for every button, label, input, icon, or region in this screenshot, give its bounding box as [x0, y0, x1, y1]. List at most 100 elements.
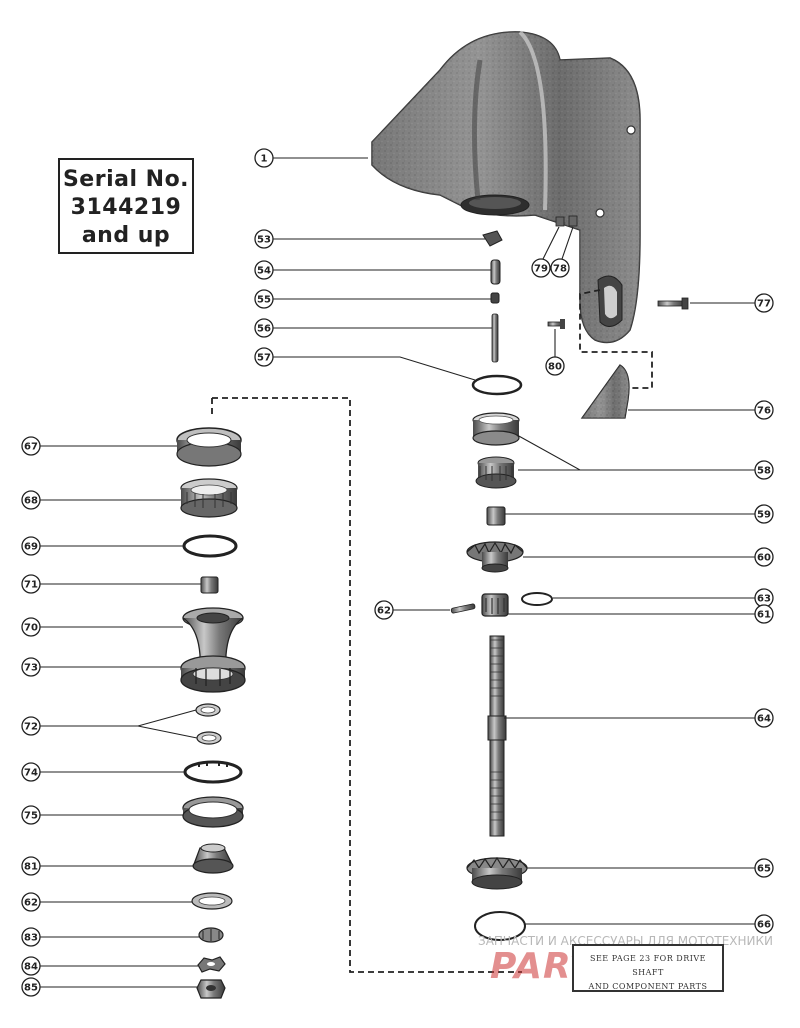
propeller-shaft-part-64	[487, 635, 507, 837]
callout-c62r: 62	[374, 600, 394, 620]
callout-circle	[531, 258, 551, 278]
callout-number: 79	[534, 264, 548, 275]
callout-number: 85	[24, 983, 38, 994]
carrier-flange-part-73	[180, 655, 246, 693]
callout-c76: 76	[754, 400, 774, 420]
callout-circle	[754, 547, 774, 567]
callout-c83: 83	[21, 927, 41, 947]
callout-circle	[754, 504, 774, 524]
callout-c60: 60	[754, 547, 774, 567]
ring-part-63	[521, 592, 553, 606]
callout-number: 1	[261, 154, 268, 165]
callout-number: 74	[24, 768, 38, 779]
washer-part-83	[198, 927, 224, 943]
spring-part-54	[490, 259, 501, 285]
callout-circle	[254, 347, 274, 367]
nut-part-78	[568, 215, 578, 227]
wear-plate-part-53	[482, 230, 503, 247]
callout-number: 70	[24, 623, 38, 634]
callout-circle	[254, 260, 274, 280]
callout-c85: 85	[21, 977, 41, 997]
callout-number: 69	[24, 542, 38, 553]
callout-c65: 65	[754, 858, 774, 878]
callout-circle	[754, 858, 774, 878]
tab-washer-part-84	[197, 956, 226, 973]
callout-c77: 77	[754, 293, 774, 313]
callout-number: 76	[757, 406, 771, 417]
callout-c53: 53	[254, 229, 274, 249]
callout-circle	[21, 657, 41, 677]
callout-number: 54	[257, 266, 271, 277]
callout-circle	[21, 490, 41, 510]
callout-number: 75	[24, 811, 38, 822]
callout-circle	[754, 708, 774, 728]
callout-c78: 78	[550, 258, 570, 278]
drive-shaft-note-box: SEE PAGE 23 FOR DRIVE SHAFT AND COMPONEN…	[572, 944, 724, 992]
callout-number: 60	[757, 553, 771, 564]
callout-c72: 72	[21, 716, 41, 736]
dashed-assembly-lines	[211, 289, 653, 973]
leader-lines	[40, 157, 756, 988]
callout-circle	[754, 400, 774, 420]
o-ring-part-57	[471, 374, 523, 396]
serial-line-1: Serial No.	[62, 167, 190, 192]
callout-number: 67	[24, 442, 38, 453]
gear-housing-part-1	[371, 30, 641, 344]
callout-number: 77	[757, 299, 771, 310]
bearing-part-71	[200, 576, 219, 594]
callout-circle	[550, 258, 570, 278]
callout-circle	[21, 956, 41, 976]
callout-circle	[21, 436, 41, 456]
rod-part-56	[491, 313, 499, 363]
callout-number: 81	[24, 862, 38, 873]
callout-number: 53	[257, 235, 271, 246]
callout-circle	[21, 892, 41, 912]
seal-part-67	[176, 427, 242, 467]
forward-gear-part-65	[466, 856, 528, 890]
callout-number: 66	[757, 920, 771, 931]
ring-part-66	[474, 911, 526, 941]
skeg-part-76	[580, 364, 630, 419]
callout-number: 71	[24, 580, 38, 591]
callout-circle	[254, 318, 274, 338]
callout-number: 73	[24, 663, 38, 674]
plug-part-55	[490, 292, 500, 304]
callout-number: 62	[24, 898, 38, 909]
callout-c57: 57	[254, 347, 274, 367]
bearing-part-59	[486, 506, 506, 526]
washer-part-62-left	[191, 892, 233, 910]
callout-circle	[21, 617, 41, 637]
seal-part-72a	[195, 703, 221, 717]
callout-number: 63	[757, 594, 771, 605]
callout-c56: 56	[254, 318, 274, 338]
seal-part-72b	[196, 731, 222, 745]
screw-part-77	[657, 297, 689, 310]
pin-part-62	[450, 603, 476, 614]
callout-c68: 68	[21, 490, 41, 510]
reverse-gear-part-81	[192, 843, 234, 874]
callout-c54: 54	[254, 260, 274, 280]
callout-c81: 81	[21, 856, 41, 876]
bearing-part-68	[180, 478, 238, 518]
callout-circle	[545, 356, 565, 376]
callout-circle	[754, 293, 774, 313]
callout-number: 58	[757, 466, 771, 477]
callout-circle	[21, 536, 41, 556]
bearing-carrier-part-70	[182, 607, 244, 669]
callout-circle	[21, 856, 41, 876]
callout-c61: 61	[754, 604, 774, 624]
serial-line-3: and up	[81, 223, 171, 248]
callout-c67: 67	[21, 436, 41, 456]
callout-number: 72	[24, 722, 38, 733]
callout-number: 59	[757, 510, 771, 521]
callout-circle	[21, 762, 41, 782]
callout-c55: 55	[254, 289, 274, 309]
callout-circle	[254, 148, 274, 168]
bearing-cup-part-58a	[472, 412, 520, 446]
callout-circle	[21, 927, 41, 947]
callout-c69: 69	[21, 536, 41, 556]
callout-circle	[754, 604, 774, 624]
callout-number: 57	[257, 353, 271, 364]
callout-circle	[254, 229, 274, 249]
